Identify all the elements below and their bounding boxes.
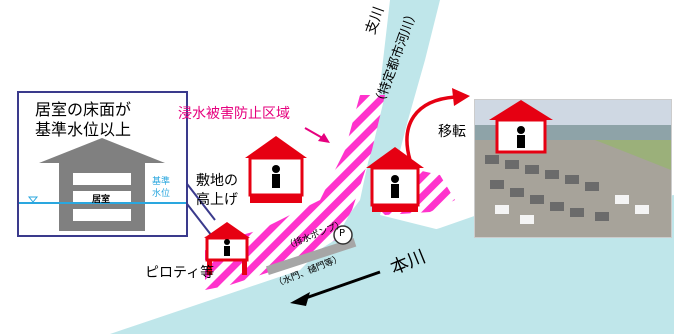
gate-bar	[266, 237, 357, 275]
raise-label-line1: 敷地の	[196, 173, 238, 189]
pump-symbol-label: P	[339, 228, 346, 239]
house-relocated-icon	[489, 100, 553, 154]
callout-drawing	[19, 138, 186, 231]
callout-title-line1: 居室の床面が	[35, 100, 132, 119]
relocated-housing-photo	[474, 99, 672, 238]
house-zone-icon	[366, 147, 424, 212]
house-raised-icon	[245, 136, 307, 203]
room-label: 居室	[92, 195, 111, 205]
flow-arrow-icon	[290, 270, 381, 306]
pump-symbol	[333, 225, 353, 245]
tributary-river	[300, 0, 440, 270]
floor-level-callout: 居室の床面が 基準水位以上 居室 基準 水位	[17, 91, 188, 237]
callout-pointer	[183, 199, 216, 241]
flood-zone	[205, 95, 385, 290]
raise-label-line2: 高上げ	[196, 192, 238, 208]
house-piloti-icon	[204, 222, 250, 275]
relocate-arrow-icon	[405, 88, 470, 161]
zone-label: 浸水被害防止区域	[178, 106, 290, 122]
relocate-label: 移転	[438, 124, 466, 140]
water-level-label-line2: 水位	[152, 189, 171, 199]
water-level-label-line1: 基準	[152, 177, 171, 187]
housing-photo-drawing	[475, 100, 671, 237]
callout-title-line2: 基準水位以上	[35, 120, 132, 139]
piloti-label: ピロティ等	[145, 265, 215, 281]
callout-pointer	[183, 179, 216, 221]
zone-pointer-icon	[304, 127, 330, 143]
